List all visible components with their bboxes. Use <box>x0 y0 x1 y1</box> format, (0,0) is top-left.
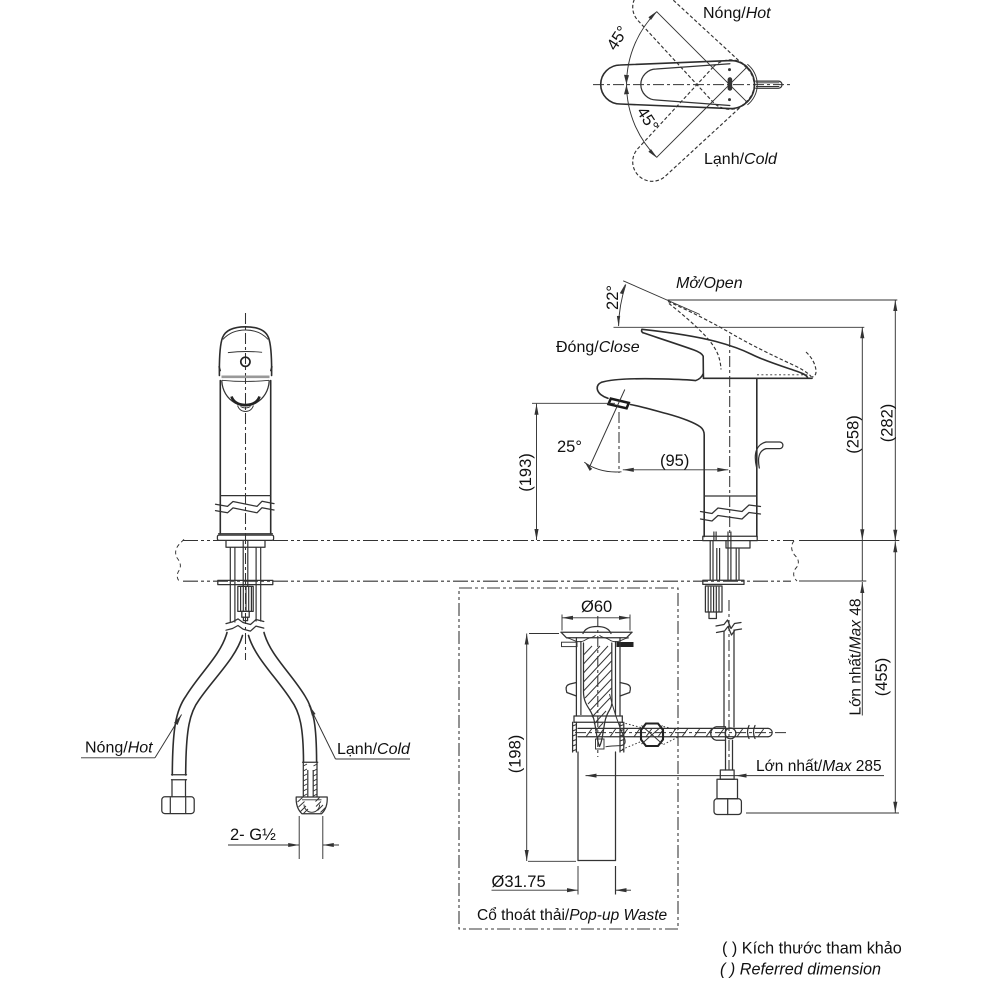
svg-text:25°: 25° <box>557 438 582 456</box>
svg-text:Nóng/Hot: Nóng/Hot <box>85 740 153 757</box>
svg-text:Đóng/Close: Đóng/Close <box>556 339 640 356</box>
svg-text:Lớn nhất/Max 48: Lớn nhất/Max 48 <box>848 598 865 715</box>
svg-text:Lạnh/Cold: Lạnh/Cold <box>704 151 778 168</box>
svg-text:22°: 22° <box>604 285 622 310</box>
svg-text:(455): (455) <box>873 658 891 697</box>
svg-text:(95): (95) <box>660 452 689 470</box>
svg-text:Ø31.75: Ø31.75 <box>492 873 546 891</box>
svg-text:Lớn nhất/Max 285: Lớn nhất/Max 285 <box>756 758 882 775</box>
svg-text:Cổ thoát thải/Pop-up Waste: Cổ thoát thải/Pop-up Waste <box>477 907 668 924</box>
svg-text:(193): (193) <box>517 453 535 492</box>
svg-text:(258): (258) <box>845 415 863 454</box>
svg-text:( ) Referred dimension: ( ) Referred dimension <box>720 961 881 979</box>
svg-text:( ) Kích thước tham khảo: ( ) Kích thước tham khảo <box>722 940 902 958</box>
svg-text:Nóng/Hot: Nóng/Hot <box>703 5 771 22</box>
svg-text:(198): (198) <box>507 735 525 774</box>
svg-text:Lạnh/Cold: Lạnh/Cold <box>337 741 411 758</box>
svg-text:Ø60: Ø60 <box>581 598 612 616</box>
svg-text:2- G½: 2- G½ <box>230 826 276 844</box>
svg-text:Mở/Open: Mở/Open <box>676 275 743 292</box>
svg-text:(282): (282) <box>879 404 897 443</box>
